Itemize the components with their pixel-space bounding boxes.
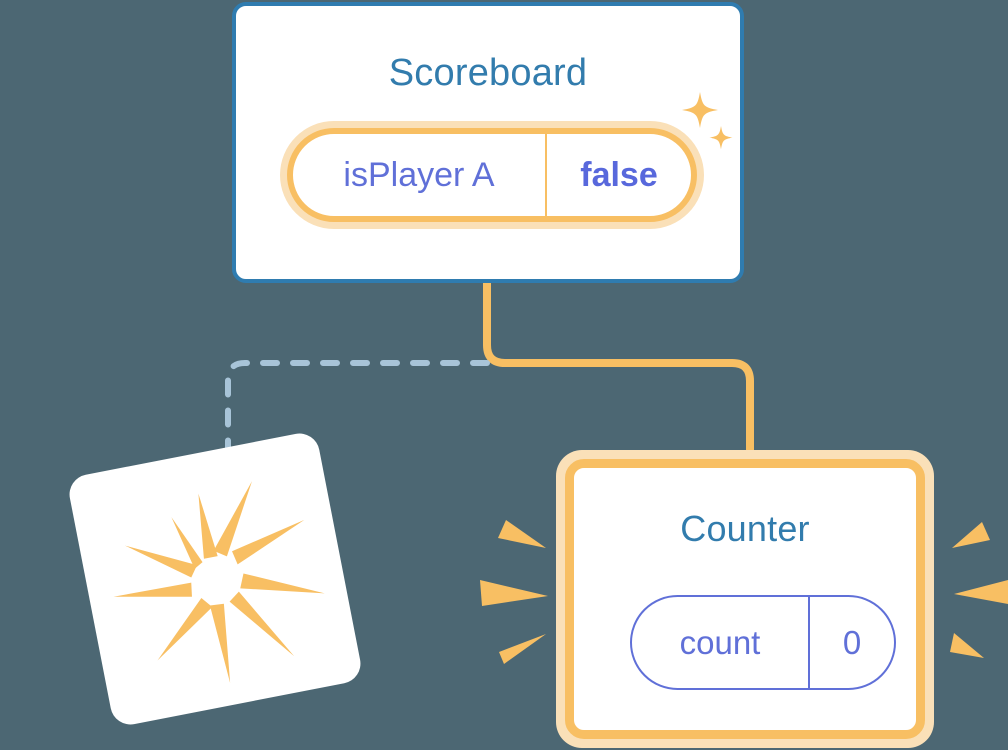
card-counter-ring: Counter count 0	[565, 459, 925, 739]
side-rays-right-icon	[950, 522, 1008, 658]
pill-isplayer-a[interactable]: isPlayer A false	[280, 121, 704, 229]
pill-isplayer-a-ring: isPlayer A false	[287, 128, 697, 222]
side-ray-icon	[952, 522, 990, 548]
side-ray-icon	[480, 580, 548, 606]
side-ray-icon	[498, 520, 546, 548]
side-rays-left-icon	[480, 520, 548, 664]
card-counter[interactable]: Counter count 0	[556, 450, 934, 748]
pill-isplayer-a-key: isPlayer A	[293, 134, 547, 216]
connector-scoreboard-to-counter	[483, 283, 754, 460]
pill-count-key: count	[632, 597, 810, 688]
side-ray-icon	[499, 634, 546, 664]
pill-count-value: 0	[842, 623, 862, 661]
side-ray-icon	[954, 580, 1008, 604]
side-ray-icon	[950, 633, 984, 658]
card-scoreboard-title: Scoreboard	[388, 52, 588, 94]
pill-count[interactable]: count 0	[630, 595, 896, 690]
card-scoreboard[interactable]: Scoreboard isPlayer A false	[232, 2, 744, 283]
card-blank[interactable]	[66, 430, 364, 728]
pill-isplayer-a-value: false	[580, 155, 658, 194]
card-counter-title: Counter	[680, 508, 810, 549]
